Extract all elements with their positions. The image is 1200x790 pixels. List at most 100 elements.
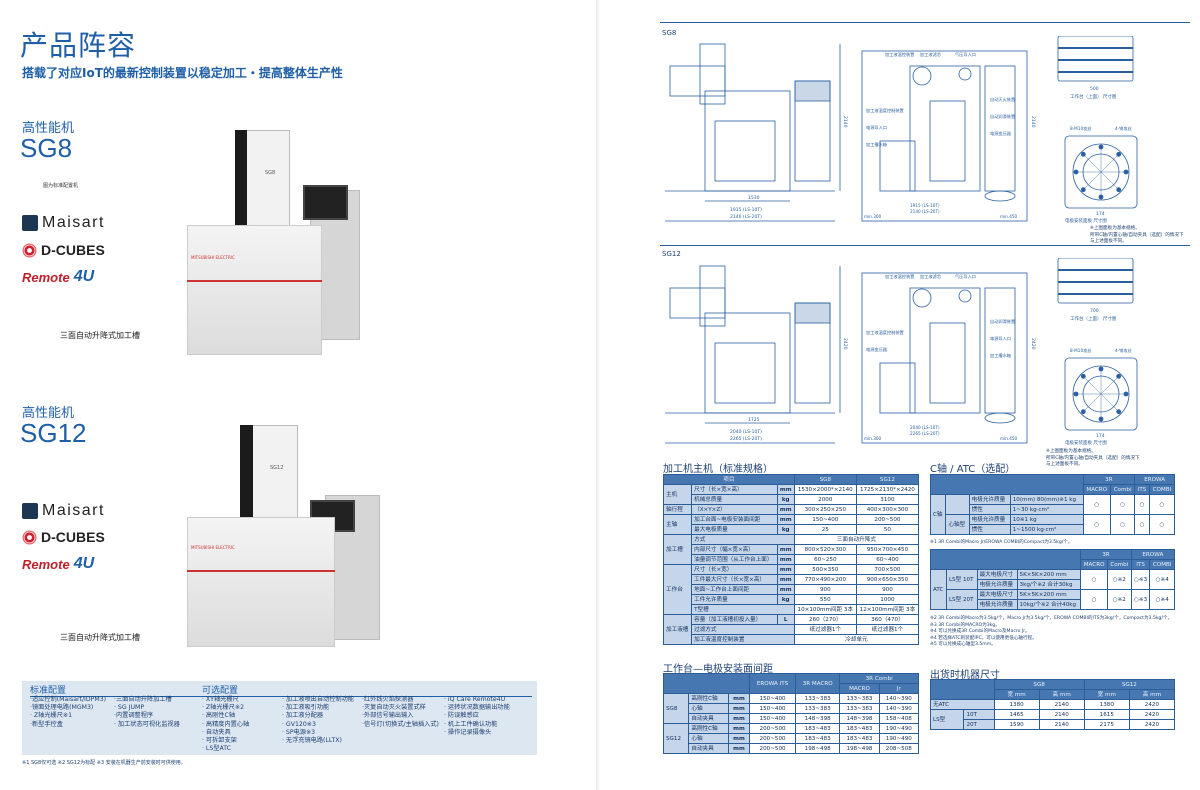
remote-num: 4U (73, 555, 95, 572)
dimension-label: 1915 (LS-10T) (910, 203, 940, 208)
table-cell: ○ (1080, 589, 1108, 610)
table-cell: 工作台 (662, 564, 693, 615)
dcubes-text: D-CUBES (41, 529, 105, 545)
table-cell: ○ (1082, 494, 1111, 515)
table-cell: SG8 (662, 693, 690, 724)
table-cell: 1465 (993, 709, 1040, 720)
side-cabinet (669, 65, 726, 97)
dimension-label: 174 (1096, 211, 1105, 217)
table-cell: 50 (855, 524, 920, 535)
list-item: · 高刚性C轴 (202, 712, 236, 720)
part-label: 加工液温控装置 (885, 273, 914, 280)
table-header-cell (930, 474, 1084, 495)
table-cell: LS型 10T (945, 569, 978, 590)
table-cell: 150~400 (749, 713, 797, 724)
center-line (1081, 171, 1102, 192)
list-item: ※上图面板为基本规格。 (1090, 226, 1140, 231)
part-label: 加工液温度控制装置 (866, 107, 904, 114)
table-cell: C轴 (929, 494, 947, 535)
part-label: 加工槽水箱 (990, 352, 1011, 359)
table-cell: 12×100mm间距 3本 (855, 604, 920, 615)
dimension-label: 2040 (LS-10T) (910, 425, 940, 430)
sg8-kind: 高性能机 (22, 121, 75, 136)
table-cell: 电极允许质量 (968, 494, 1011, 505)
table-header-cell: Combi (1106, 559, 1132, 570)
remote-text: Remote (22, 269, 70, 285)
part-label: 电源变压器 (990, 130, 1012, 137)
table-header-cell (929, 549, 1082, 570)
sg8-brand-label: MITSUBISHI ELECTRIC (191, 255, 235, 260)
table-cell: 电极允许质量 (976, 579, 1018, 590)
list-item: 所带C轴/内置心轴/自动夹具（选配）的情况下 (1090, 232, 1184, 238)
dimension-label: min.300 (864, 436, 882, 441)
table-cell: 工件允许质量 (691, 594, 778, 605)
table-cell: 198~498 (795, 743, 841, 754)
frame (861, 272, 1028, 444)
part-label: 电源变压器 (866, 346, 888, 353)
atc-notes: ※2 3R Combi的Macro为3.5kg/个，Macro Jr为3.5kg… (930, 616, 1190, 649)
table-cell: 2000 (793, 494, 857, 505)
base-pod (879, 362, 916, 414)
table-cell: 惯性 (968, 524, 1011, 535)
table-cell: 2420 (1128, 709, 1176, 720)
remote-text: Remote (22, 556, 70, 572)
part-label: 加工液温控装置 (885, 51, 914, 58)
list-item: · SP电源※3 (282, 728, 316, 736)
dimension-label: 2140 (LS-20T) (910, 209, 940, 214)
table-header-cell: ITS (1130, 559, 1151, 570)
center-line (1081, 374, 1102, 395)
table-outline (1057, 258, 1134, 304)
center-line (1100, 393, 1121, 414)
table-cell: 尺寸（长×宽×高） (691, 484, 778, 495)
table-cell: LS型 20T (945, 589, 978, 610)
table-header-cell: MACRO (1082, 484, 1111, 495)
sg12-column-label: SG12 (270, 465, 284, 471)
table-cell: 心轴型 (945, 514, 970, 535)
table-cell: 心轴 (688, 733, 729, 744)
optional-list-3: ·红外线火焰探测器·灭复自动灭火装置式样·外部信号输出输入·信号灯(切换式/主轴… (362, 696, 439, 729)
table-cell: 2140 (1038, 699, 1085, 710)
column (699, 265, 726, 327)
base-pod (879, 140, 916, 192)
dimension-label: 2420 (1030, 338, 1036, 350)
table-cell: L (776, 614, 795, 625)
list-item: · 操作记录摄像头 (444, 728, 492, 736)
caption: 电极安装面板 尺寸图 (1065, 439, 1107, 446)
body (909, 287, 981, 414)
table-cell: mm (776, 554, 795, 565)
reservoir (984, 412, 1016, 424)
table-cell: 10※1 kg (1009, 514, 1084, 525)
table-cell: 900 (855, 584, 920, 595)
table-cell: 1380 (1083, 699, 1130, 710)
table-header-cell (662, 673, 751, 694)
list-item: · 加工液吸引功能 (282, 704, 330, 712)
table-cell: 140~390 (878, 703, 920, 714)
table-header-cell: MACRO (839, 683, 880, 694)
table-cell: 高刚性C轴 (688, 693, 729, 704)
optional-heading: 可选配置 (202, 683, 532, 697)
table-cell: 机械总质量 (691, 494, 778, 505)
side-view: 加工液温控装置加工液滤芯气压导入口自动灭火装置加工液温度控制装置自动润滑装置电源… (861, 50, 1036, 222)
list-item: · LS型ATC (202, 745, 231, 753)
table-header-cell: 宽 mm (1083, 689, 1130, 700)
dcubes-icon (22, 529, 37, 545)
table-cell: 自动夹具 (688, 743, 729, 754)
table-cell: 纸过滤器1个 (855, 624, 920, 635)
table-cell: 200~500 (749, 723, 797, 734)
dimension-label: min.450 (1000, 436, 1018, 441)
caption: 工作台（上面） 尺寸图 (1070, 93, 1117, 100)
part-label: 气压导入口 (955, 273, 976, 280)
table-cell: ATC (930, 569, 947, 610)
table-cell (945, 494, 970, 515)
tank (929, 100, 966, 182)
